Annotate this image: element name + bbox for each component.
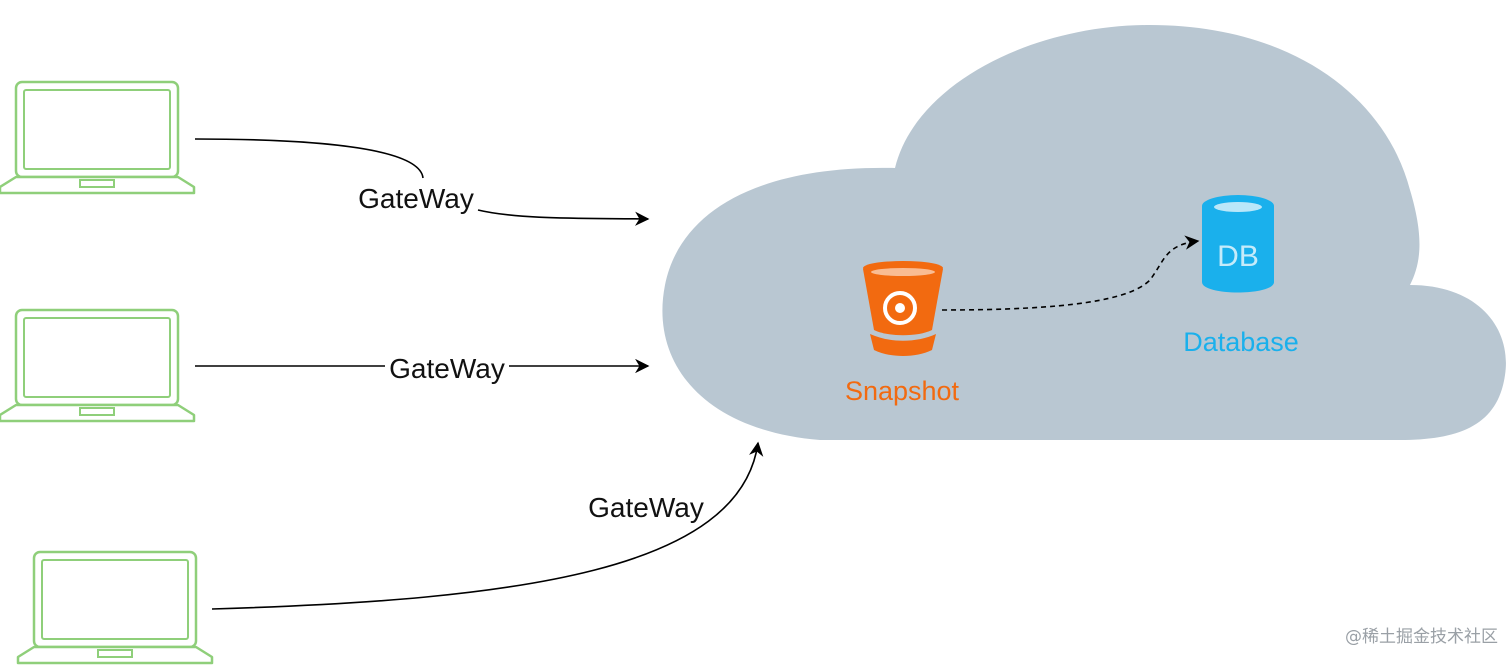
edge-label-gateway-2: GateWay	[389, 353, 505, 384]
edge-client-2-to-cloud: GateWay	[195, 353, 650, 384]
database-icon: DB	[1202, 195, 1274, 293]
database-label: Database	[1183, 327, 1299, 357]
edge-snapshot-to-database	[941, 235, 1200, 311]
laptop-icon	[0, 80, 196, 195]
database-icon-text: DB	[1217, 240, 1259, 273]
laptop-icon	[16, 550, 214, 665]
cloud-icon	[662, 25, 1506, 440]
edge-client-3-to-cloud: GateWay	[211, 441, 764, 610]
edge-client-1-to-cloud: GateWay	[194, 138, 650, 226]
edge-label-gateway-3: GateWay	[588, 492, 704, 523]
edge-label-gateway-1: GateWay	[358, 183, 474, 214]
bucket-icon	[863, 261, 943, 356]
watermark: @稀土掘金技术社区	[1345, 627, 1498, 647]
laptop-icon	[0, 308, 196, 423]
snapshot-label: Snapshot	[845, 376, 960, 406]
